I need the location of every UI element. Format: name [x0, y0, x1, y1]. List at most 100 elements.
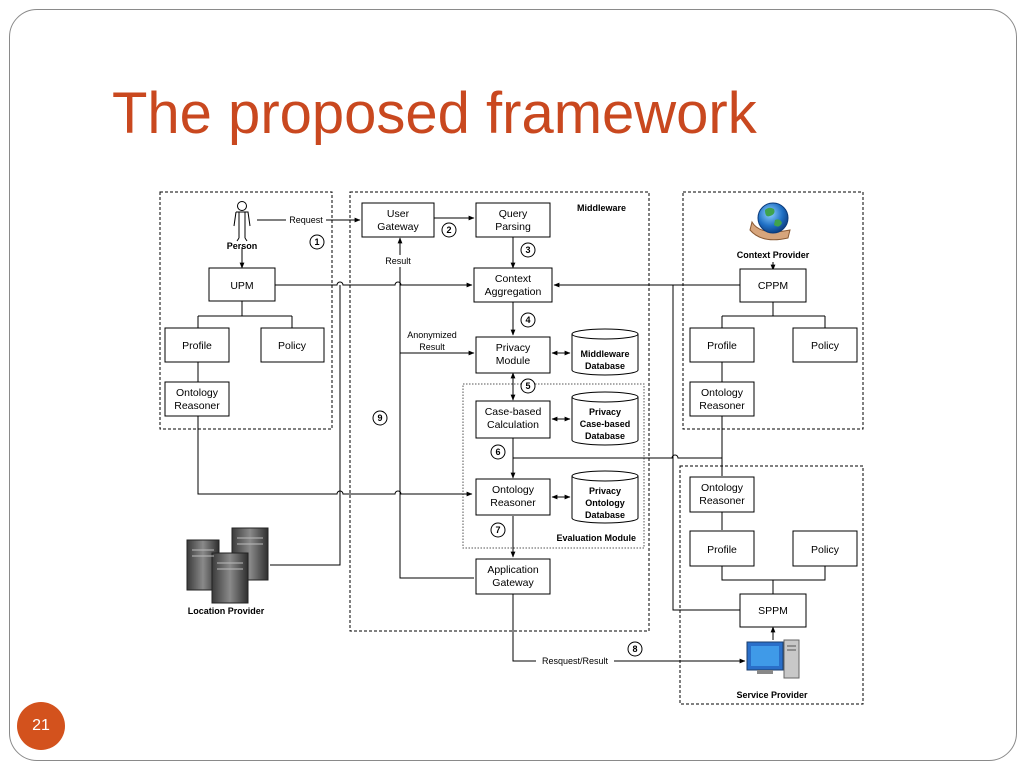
service-provider-label: Service Provider [736, 690, 808, 700]
step-marker-3: 3 [520, 242, 536, 258]
context-provider-group-border [682, 191, 864, 430]
query-parsing-label-2: Parsing [495, 221, 531, 233]
return-result-line [399, 250, 474, 579]
ontology-reasoner-cp-box [689, 381, 755, 417]
case-db-label-2: Case-based [580, 419, 631, 429]
upm-box [208, 267, 276, 302]
slide-title: The proposed framework [112, 81, 757, 146]
ontology-reasoner-cp-label-1: Ontology [701, 387, 744, 399]
ontology-reasoner-left-box [164, 381, 230, 417]
case-db-label-1: Privacy [589, 407, 621, 417]
sppm-label: SPPM [758, 605, 788, 617]
svg-text:1: 1 [314, 237, 319, 247]
ontology-reasoner-mid-label-2: Reasoner [490, 497, 536, 509]
privacy-case-based-database: Privacy Case-based Database [571, 391, 639, 446]
ontology-reasoner-cp-label-2: Reasoner [699, 400, 745, 412]
step-marker-7: 7 [490, 522, 506, 538]
ontology-db-label-2: Ontology [585, 498, 625, 508]
ontology-reasoner-left-label-2: Reasoner [174, 400, 220, 412]
server-icon [186, 527, 269, 604]
upm-tree-line [197, 300, 293, 328]
location-provider-line [270, 285, 341, 566]
user-gateway-label-1: User [387, 208, 410, 220]
ontology-reasoner-left-label-1: Ontology [176, 387, 219, 399]
ontology-reasoner-sp-label-2: Reasoner [699, 495, 745, 507]
ontology-db-label-3: Database [585, 510, 625, 520]
result-label: Result [385, 256, 411, 266]
user-gateway-label-2: Gateway [377, 221, 419, 233]
step-marker-4: 4 [520, 312, 536, 328]
svg-text:8: 8 [632, 644, 637, 654]
policy-left-box [260, 327, 325, 363]
policy-left-label: Policy [278, 340, 307, 352]
request-result-label: Resquest/Result [542, 656, 609, 666]
cppm-tree-line [721, 300, 826, 328]
profile-sp-label: Profile [707, 544, 737, 556]
sppm-box [739, 593, 807, 628]
service-provider-group-border [679, 465, 864, 705]
ontology-db-label-1: Privacy [589, 486, 621, 496]
policy-cp-label: Policy [811, 340, 840, 352]
step-marker-9: 9 [372, 410, 388, 426]
anonymized-label-2: Result [419, 342, 445, 352]
middleware-db-label-1: Middleware [580, 349, 629, 359]
profile-cp-label: Profile [707, 340, 737, 352]
step6-line [513, 454, 722, 459]
middleware-db-label-2: Database [585, 361, 625, 371]
upm-label: UPM [230, 280, 253, 292]
evaluation-module-label: Evaluation Module [556, 533, 636, 543]
upm-context-arrow [275, 281, 473, 288]
policy-sp-box [792, 530, 858, 567]
policy-sp-label: Policy [811, 544, 840, 556]
privacy-module-label-1: Privacy [496, 342, 531, 354]
case-based-calculation-box [475, 400, 551, 439]
location-provider-label: Location Provider [188, 606, 265, 616]
slide-number-badge: 21 [17, 702, 65, 750]
middleware-database: Middleware Database [571, 328, 639, 376]
application-gateway-box [475, 558, 551, 595]
user-gateway-box [361, 202, 435, 238]
svg-text:4: 4 [525, 315, 530, 325]
policy-cp-box [792, 327, 858, 363]
svg-text:6: 6 [495, 447, 500, 457]
request-label: Request [289, 215, 323, 225]
person-icon [233, 201, 251, 242]
person-group-border [159, 191, 333, 430]
step-marker-8: 8 [627, 641, 643, 657]
privacy-ontology-database: Privacy Ontology Database [571, 470, 639, 524]
profile-left-label: Profile [182, 340, 212, 352]
step-marker-6: 6 [490, 444, 506, 460]
privacy-module-box [475, 336, 551, 374]
context-aggregation-box [473, 267, 553, 303]
context-aggregation-label-2: Aggregation [485, 286, 542, 298]
profile-left-box [164, 327, 230, 363]
ontology-reasoner-mid-label-1: Ontology [492, 484, 535, 496]
step-marker-5: 5 [520, 378, 536, 394]
evaluation-module-border [462, 383, 645, 549]
sppm-context-line [672, 285, 740, 611]
profile-cp-box [689, 327, 755, 363]
computer-icon [746, 639, 800, 679]
case-db-label-3: Database [585, 431, 625, 441]
profile-sp-box [689, 530, 755, 567]
context-aggregation-label-1: Context [495, 273, 531, 285]
left-reasoner-mid-reasoner-arrow [197, 416, 473, 497]
ontology-reasoner-sp-label-1: Ontology [701, 482, 744, 494]
ontology-reasoner-middleware-box [475, 478, 551, 516]
svg-text:2: 2 [446, 225, 451, 235]
step-marker-1: 1 [309, 234, 325, 250]
svg-text:7: 7 [495, 525, 500, 535]
case-based-label-2: Calculation [487, 419, 539, 431]
step-marker-2: 2 [441, 222, 457, 238]
query-parsing-label-1: Query [499, 208, 528, 220]
person-label: Person [227, 241, 258, 251]
case-based-label-1: Case-based [485, 406, 542, 418]
application-gateway-label-1: Application [487, 564, 539, 576]
svg-text:9: 9 [377, 413, 382, 423]
anonymized-label-1: Anonymized [407, 330, 457, 340]
sp-tree-line [721, 512, 826, 594]
globe-icon [749, 202, 791, 241]
privacy-module-label-2: Module [496, 355, 531, 367]
cppm-box [739, 268, 807, 303]
middleware-group-border [349, 191, 650, 632]
